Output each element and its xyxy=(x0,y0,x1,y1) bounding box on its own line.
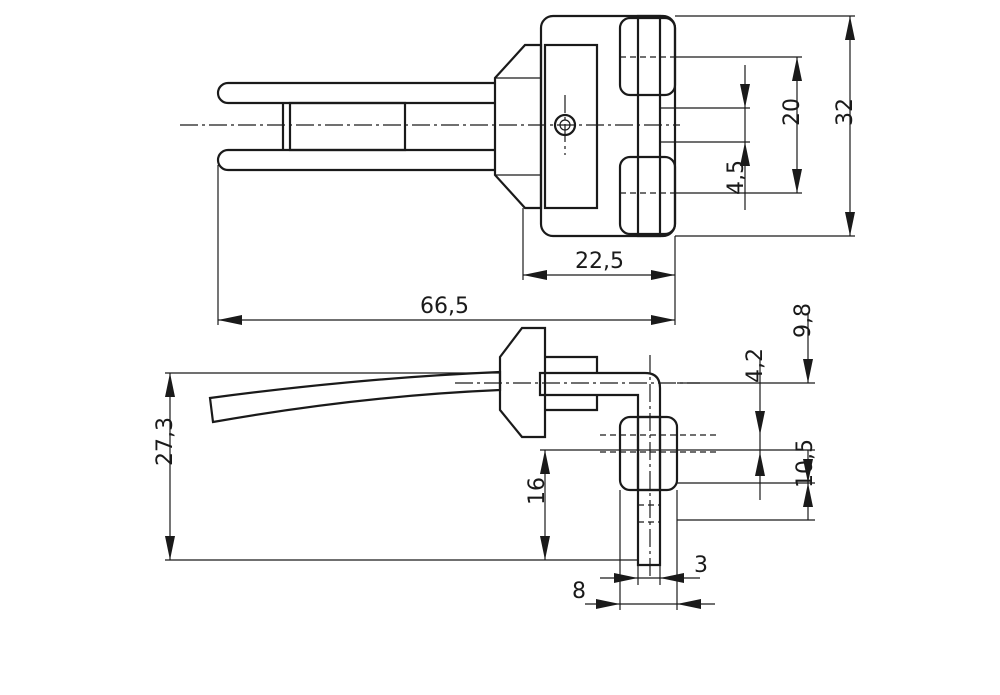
arrowhead-icon xyxy=(677,599,701,609)
dim-20: 20 xyxy=(780,98,805,126)
actuator-stem xyxy=(545,355,599,412)
dim-66-5: 66,5 xyxy=(420,294,469,319)
dim-27-3: 27,3 xyxy=(153,417,178,466)
arrowhead-icon xyxy=(740,84,750,108)
arrowhead-icon xyxy=(792,169,802,193)
arrowhead-icon xyxy=(803,459,813,483)
arrowhead-icon xyxy=(755,452,765,476)
fork-insert xyxy=(288,101,407,152)
fork-prong-top xyxy=(216,81,495,105)
dim-3: 3 xyxy=(694,553,708,578)
plate-through-pad xyxy=(636,415,662,492)
arrowhead-icon xyxy=(165,536,175,560)
arrowhead-icon xyxy=(792,57,802,81)
arrowhead-icon xyxy=(596,599,620,609)
arrowhead-icon xyxy=(845,212,855,236)
arrowhead-icon xyxy=(845,16,855,40)
body-insert xyxy=(543,43,599,210)
actuator-head-side xyxy=(498,326,547,439)
cable xyxy=(208,370,502,424)
side-view: 27,3 16 9,8 4,2 10,5 3 8 xyxy=(153,303,818,610)
top-view: 32 20 4,5 22,5 66,5 xyxy=(180,14,858,325)
arrowhead-icon xyxy=(651,270,675,280)
pad-side xyxy=(618,415,679,492)
arrowhead-icon xyxy=(218,315,242,325)
dim-4-2: 4,2 xyxy=(743,348,768,383)
switch-body xyxy=(539,14,677,238)
dim-4-5: 4,5 xyxy=(724,160,749,195)
arrowhead-icon xyxy=(755,411,765,435)
arrowhead-icon xyxy=(803,359,813,383)
arrowhead-icon xyxy=(523,270,547,280)
arrowhead-icon xyxy=(651,315,675,325)
pad-top xyxy=(618,16,677,97)
dim-16: 16 xyxy=(525,477,550,505)
pad-bottom xyxy=(618,155,677,236)
fork-prong-bottom xyxy=(216,148,495,172)
dim-22-5: 22,5 xyxy=(575,249,624,274)
mount-plate xyxy=(636,14,662,238)
arrowhead-icon xyxy=(803,483,813,507)
dim-9-8: 9,8 xyxy=(791,303,816,338)
dim-8: 8 xyxy=(572,579,586,604)
dim-10-5: 10,5 xyxy=(793,439,818,488)
arrowhead-icon xyxy=(614,573,638,583)
arrowhead-icon xyxy=(740,142,750,166)
actuator-head xyxy=(493,43,543,210)
arrowhead-icon xyxy=(540,450,550,474)
arrowhead-icon xyxy=(165,373,175,397)
dim-32: 32 xyxy=(833,98,858,126)
bent-plate xyxy=(538,371,662,567)
arrowhead-icon xyxy=(660,573,684,583)
arrowhead-icon xyxy=(540,536,550,560)
